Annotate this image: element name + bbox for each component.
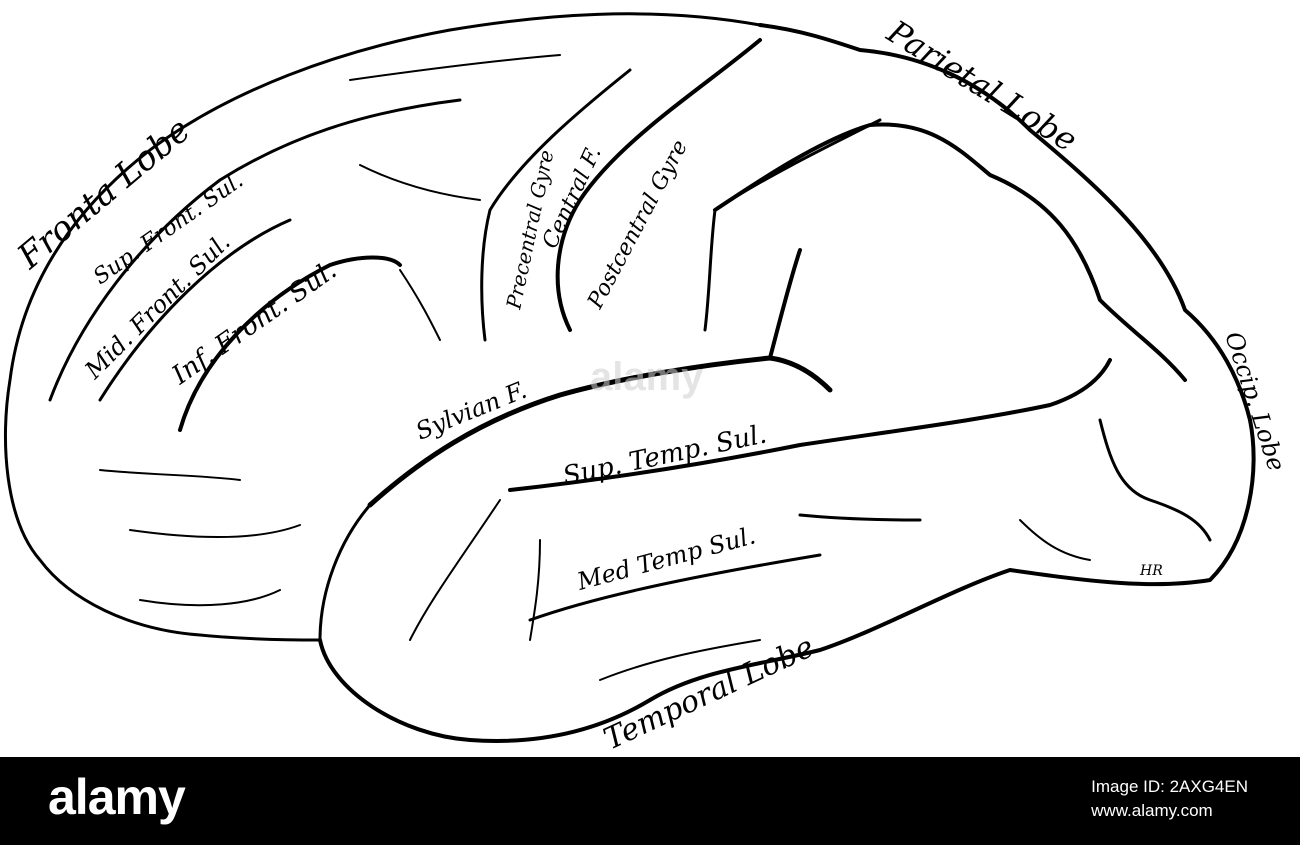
label-frontal-lobe: Fronta Lobe bbox=[9, 110, 198, 277]
brain-illustration: Fronta Lobe Sup. Front. Sul. Mid. Front.… bbox=[3, 12, 1291, 757]
frontal-fold-6 bbox=[349, 54, 561, 81]
postcentral-sulcus bbox=[703, 118, 882, 332]
sup-front-sulcus bbox=[48, 98, 462, 402]
sup-temp-sulcus bbox=[508, 358, 1112, 492]
frontal-fold-5 bbox=[139, 589, 281, 607]
intraparietal-sulcus bbox=[713, 122, 1187, 382]
central-fissure bbox=[555, 38, 762, 332]
frontal-fold-2 bbox=[399, 269, 441, 341]
sylvian-fissure bbox=[367, 355, 833, 508]
stock-footer: alamy Image ID: 2AXG4EN www.alamy.com bbox=[0, 757, 1300, 845]
precentral-sulcus bbox=[480, 68, 632, 342]
label-parietal-lobe: Parietal Lobe bbox=[880, 12, 1084, 159]
med-temp-sulcus bbox=[528, 553, 822, 622]
temporal-upper-boundary bbox=[318, 503, 372, 642]
temporal-fold-1 bbox=[409, 499, 501, 641]
temporal-lobe-edge bbox=[318, 418, 1256, 743]
footer-meta: Image ID: 2AXG4EN www.alamy.com bbox=[1091, 775, 1248, 823]
image-id: Image ID: 2AXG4EN bbox=[1091, 777, 1248, 796]
temporal-fold-3 bbox=[599, 639, 761, 681]
sylvian-branch bbox=[768, 248, 802, 360]
mid-front-sulcus bbox=[98, 218, 292, 402]
frontal-fold-4 bbox=[129, 524, 301, 538]
artist-initials: HR bbox=[1139, 563, 1163, 579]
frontal-fold-1 bbox=[359, 164, 481, 201]
footer-brand-logo[interactable]: alamy bbox=[48, 769, 186, 825]
inf-front-sulcus bbox=[178, 255, 402, 432]
med-temp-branch bbox=[798, 513, 922, 522]
watermark: alamy bbox=[590, 355, 704, 399]
occipital-fold-1 bbox=[1098, 418, 1212, 542]
site-url[interactable]: www.alamy.com bbox=[1091, 801, 1213, 820]
temporal-fold-2 bbox=[529, 539, 541, 641]
frontal-fold-3 bbox=[99, 469, 241, 481]
parietal-edge bbox=[758, 23, 1252, 422]
occipital-fold-2 bbox=[1019, 519, 1091, 561]
